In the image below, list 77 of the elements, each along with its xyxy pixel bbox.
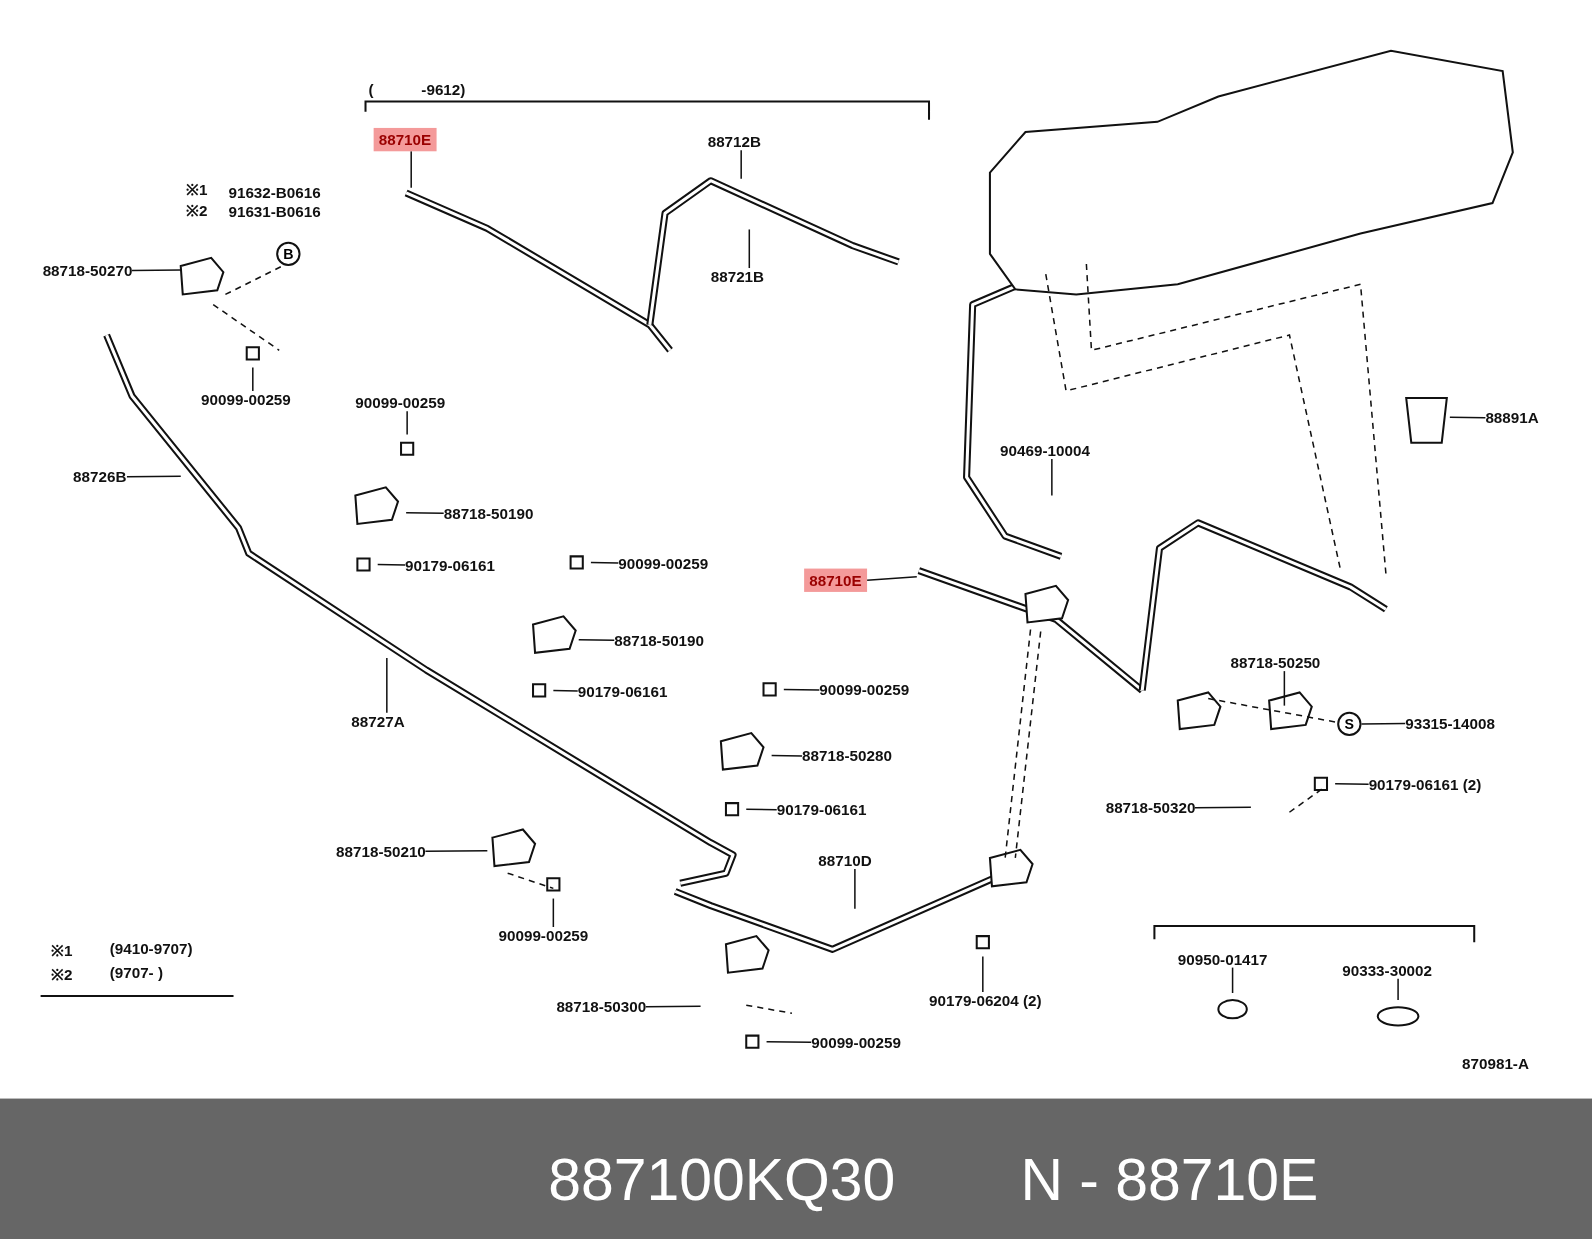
leader-line [552, 689, 579, 692]
footer-part-number: 887100KQ30 [548, 1147, 896, 1213]
part-number: 88727A [351, 712, 405, 730]
highlighted-part-number: 88710E [804, 568, 867, 592]
note-mark: ※1 [50, 942, 73, 960]
leader-line [131, 269, 182, 272]
leader-line [386, 657, 388, 714]
leader-line [1360, 722, 1406, 725]
part-number: 90179-06204 (2) [929, 991, 1042, 1010]
leader-line [745, 808, 778, 811]
part-number: 88718-50190 [443, 504, 534, 522]
part-number: 90099-00259 [811, 1033, 901, 1051]
part-number: 88718-50210 [336, 842, 426, 860]
leader-line [1397, 978, 1399, 1001]
part-number: 88718-50250 [1230, 653, 1321, 672]
reference-mark: S [1337, 711, 1362, 737]
part-number: 88891A [1485, 409, 1539, 427]
note-mark: ※1 [185, 180, 208, 198]
leader-line [770, 754, 803, 757]
date-range: (9707- ) [109, 963, 163, 981]
leader-line [410, 150, 412, 189]
part-number: 91631-B0616 [228, 203, 321, 221]
leader-line [1194, 806, 1252, 809]
leader-line [590, 561, 620, 564]
part-number: 90179-06161 [577, 682, 668, 700]
leader-line [577, 638, 615, 641]
leader-line [645, 1005, 702, 1008]
part-number: 88718-50320 [1105, 799, 1196, 817]
leader-line [783, 688, 821, 691]
part-number: 91632-B0616 [228, 183, 321, 202]
part-number: 90179-06161 [405, 556, 495, 574]
part-number: 88718-50270 [42, 261, 133, 280]
part-number: 90099-00259 [819, 681, 910, 699]
leader-line [552, 897, 555, 928]
footer-part-number: N - 88710E [1020, 1147, 1319, 1213]
part-number: 90333-30002 [1342, 961, 1432, 979]
part-number: 90099-00259 [355, 393, 446, 412]
part-number: 90099-00259 [618, 554, 709, 572]
leader-line [740, 149, 742, 180]
leader-line [1449, 416, 1487, 419]
leader-line [748, 228, 751, 269]
leader-line [424, 850, 489, 853]
drawing-number: 870981-A [1462, 1054, 1529, 1073]
leader-line [126, 475, 182, 478]
leader-line [252, 366, 254, 392]
leader-line [376, 563, 406, 566]
leader-line [1051, 458, 1053, 497]
part-number: 88710D [818, 851, 872, 870]
reference-mark: B [276, 241, 301, 266]
date-range: (9410-9707) [109, 940, 193, 958]
highlighted-part-number: 88710E [373, 127, 437, 152]
leader-line [1283, 670, 1286, 707]
part-number: 88721B [710, 268, 765, 286]
part-number: 93315-14008 [1405, 714, 1495, 733]
leader-line [406, 410, 408, 436]
part-number: 88718-50190 [614, 631, 705, 649]
leader-line [982, 955, 984, 993]
part-number: 90950-01417 [1177, 950, 1268, 968]
leader-line [866, 575, 918, 581]
part-number: 88712B [707, 133, 761, 151]
date-range: -9612) [421, 81, 466, 99]
part-number: 90179-06161 [776, 801, 867, 819]
part-number: 88726B [73, 468, 127, 486]
note-mark: ※2 [50, 965, 73, 983]
note-mark: ※2 [185, 202, 208, 220]
leader-line [854, 868, 856, 910]
leader-line [405, 511, 445, 514]
leader-line [1334, 783, 1370, 786]
part-number: 90099-00259 [498, 927, 589, 945]
part-number: 88718-50280 [802, 747, 892, 765]
leader-line [765, 1040, 812, 1043]
leader-line [1231, 966, 1234, 994]
part-number: 90099-00259 [201, 390, 291, 409]
note-mark: ( [368, 81, 374, 99]
part-number: 90469-10004 [1000, 441, 1090, 459]
part-number: 90179-06161 (2) [1368, 775, 1482, 793]
part-number: 88718-50300 [556, 998, 647, 1016]
